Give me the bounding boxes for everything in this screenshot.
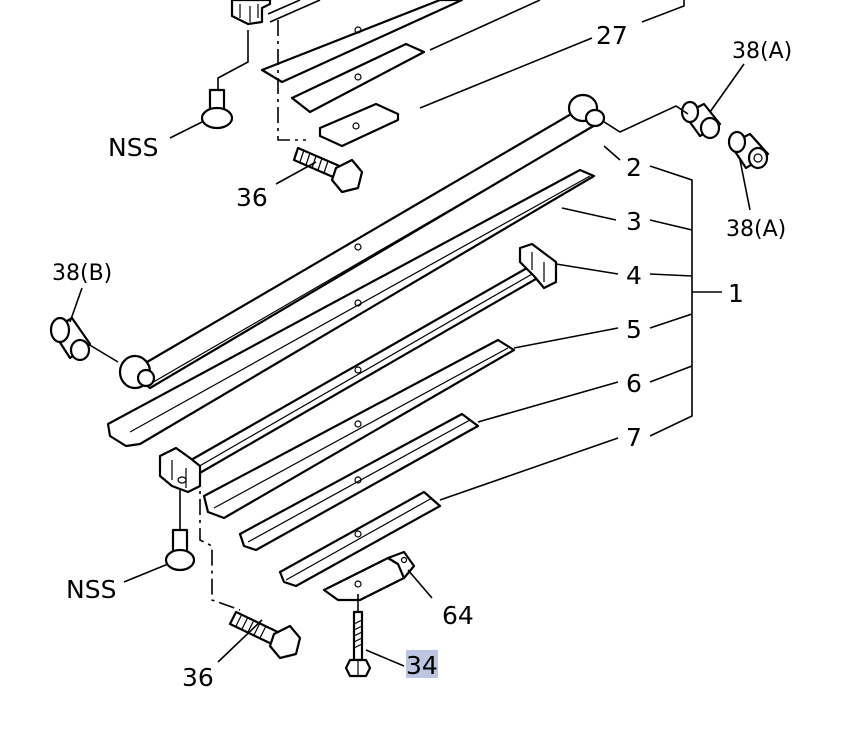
label-3: 3 (626, 207, 642, 236)
spacer-plate-64 (322, 550, 416, 602)
label-1: 1 (728, 279, 744, 308)
main-leaf-2 (118, 93, 606, 390)
label-2: 2 (626, 153, 642, 182)
leader-lines (69, 0, 751, 667)
label-34: 34 (406, 651, 438, 680)
label-38a-top: 38(A) (732, 39, 792, 64)
label-5: 5 (626, 315, 642, 344)
center-bolt-34 (344, 594, 372, 678)
leaf-5 (202, 338, 516, 520)
leaf-3 (106, 168, 596, 448)
label-7: 7 (626, 423, 642, 452)
bottom-bolt-36 (199, 470, 302, 660)
label-38b: 38(B) (52, 261, 112, 286)
label-38a-mid: 38(A) (726, 217, 786, 242)
bushing-38a-axis (597, 105, 689, 133)
leaf-6 (238, 412, 480, 552)
label-34-highlight (406, 650, 438, 678)
bushing-38b (49, 316, 119, 363)
leaf-7 (278, 490, 442, 588)
top-partial-assembly (230, 0, 464, 148)
bushing-38a-upper (680, 100, 722, 140)
label-nss-top: NSS (108, 133, 158, 162)
label-27: 27 (596, 21, 628, 50)
bushing-38a-lower (727, 130, 770, 170)
label-36-bottom: 36 (182, 663, 214, 692)
bottom-nss-bolt (164, 490, 196, 572)
label-nss-bottom: NSS (66, 575, 116, 604)
label-4: 4 (626, 261, 642, 290)
label-6: 6 (626, 369, 642, 398)
top-nss-bolt (200, 30, 249, 130)
top-bolt-36 (277, 20, 364, 194)
label-64: 64 (442, 601, 474, 630)
label-36-top: 36 (236, 183, 268, 212)
